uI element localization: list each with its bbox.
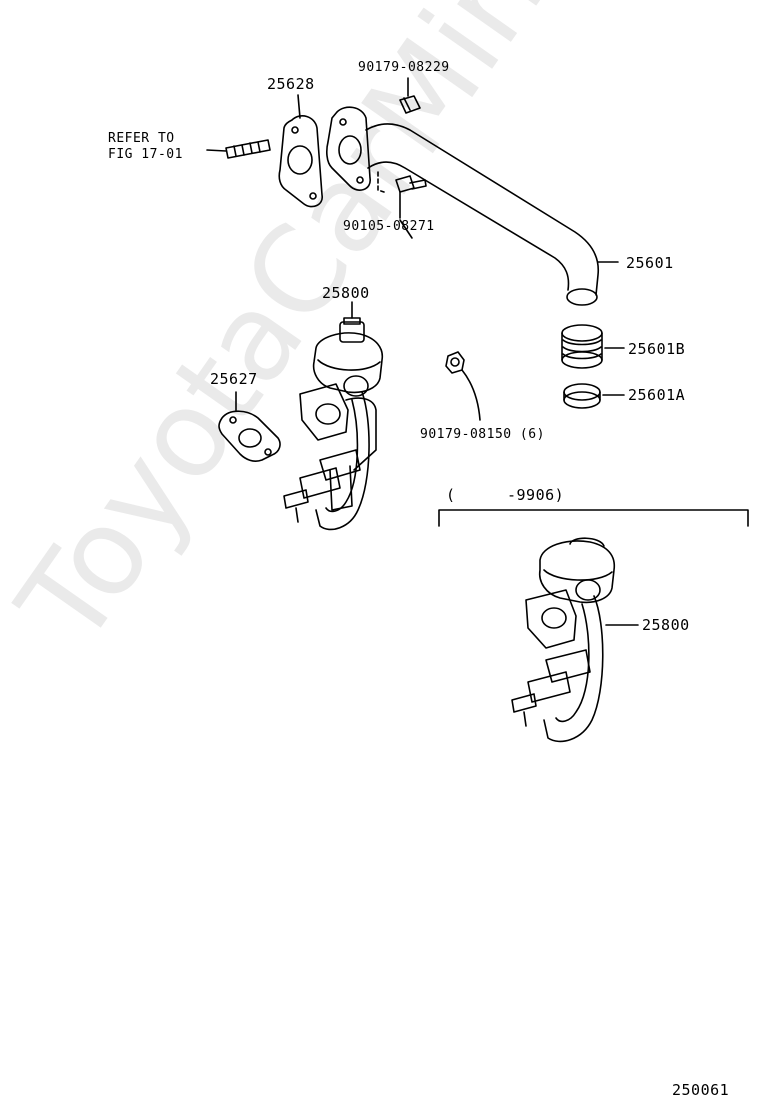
clamp-25601A	[563, 383, 625, 409]
label-25601: 25601	[626, 254, 674, 272]
label-range-open: (	[446, 486, 456, 504]
bolt-90105-08271	[377, 171, 427, 219]
leader-lines	[399, 219, 413, 239]
label-25601A: 25601A	[628, 386, 686, 404]
label-refer-to: REFER TO	[108, 131, 175, 146]
label-90105-08271: 90105-08271	[343, 219, 435, 234]
bolt-90179-08229	[399, 77, 421, 114]
egr-valve-25800-top	[283, 301, 384, 531]
nut-90179-08150	[445, 351, 481, 421]
label-25601B: 25601B	[628, 340, 686, 358]
egr-valve-25800-bottom	[511, 537, 639, 743]
label-25800-bottom: 25800	[642, 616, 690, 634]
label-fig-17-01: FIG 17-01	[108, 147, 183, 162]
label-90179-08150: 90179-08150 (6)	[420, 427, 545, 442]
figure-number: 250061	[672, 1081, 730, 1099]
stud-bolt	[206, 139, 271, 159]
label-25628: 25628	[267, 75, 315, 93]
clamp-25601B	[561, 324, 625, 369]
pipe-25601	[326, 106, 619, 306]
gasket-25628	[278, 94, 323, 208]
label-90179-08229: 90179-08229	[358, 60, 450, 75]
label-25800-top: 25800	[322, 284, 370, 302]
gasket-25627	[218, 391, 281, 462]
range-bracket	[438, 509, 749, 527]
label-range-value: -9906)	[507, 486, 565, 504]
label-25627: 25627	[210, 370, 258, 388]
